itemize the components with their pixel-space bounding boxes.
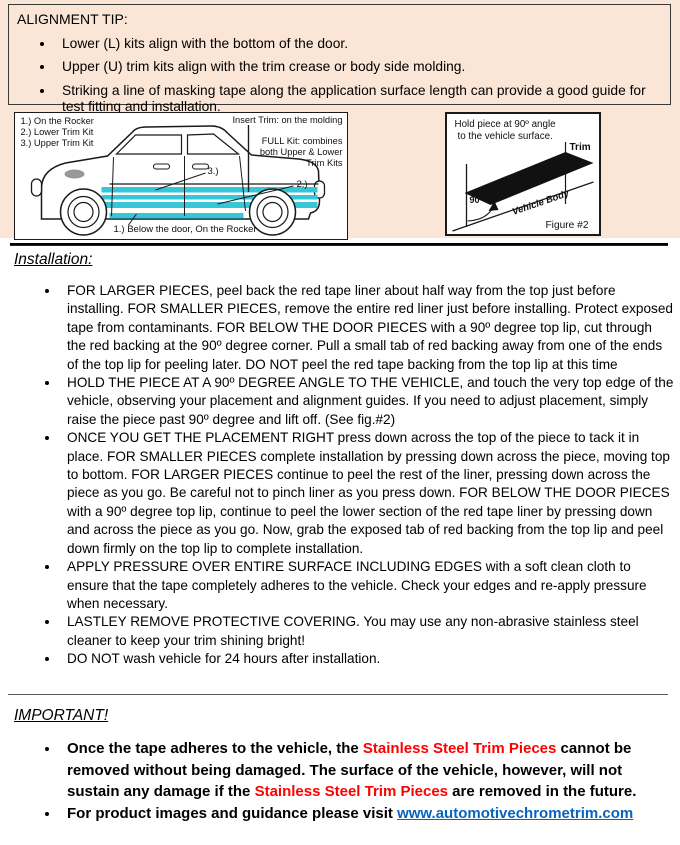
- alignment-tip-title: ALIGNMENT TIP:: [17, 11, 128, 27]
- alignment-tip-list: Lower (L) kits align with the bottom of …: [9, 36, 670, 116]
- vehicle-body-line: [452, 181, 594, 232]
- list-item: LASTLEY REMOVE PROTECTIVE COVERING. You …: [60, 613, 674, 650]
- list-item: For product images and guidance please v…: [60, 803, 674, 825]
- callout-2-label: 2.): [297, 179, 308, 190]
- insert-trim-note: Insert Trim: on the molding: [232, 115, 342, 125]
- front-door-seam: [111, 156, 114, 217]
- double-rule-divider: [10, 243, 668, 246]
- legend-line-3: 3.) Upper Trim Kit: [21, 138, 94, 148]
- lower-trim-stripe: [101, 202, 318, 208]
- text-segment: Stainless Steel Trim Pieces: [362, 740, 557, 757]
- rear-window: [186, 133, 241, 155]
- text-segment: For product images and guidance please v…: [67, 804, 398, 822]
- list-item: Upper (U) trim kits align with the trim …: [55, 59, 670, 76]
- text-segment: cannot be removed without being damaged.…: [67, 740, 632, 800]
- section-divider-line: [8, 694, 668, 695]
- text-segment: Once the tape adheres to the vehicle, th…: [67, 740, 363, 757]
- callout-1-label: 1.) Below the door, On the Rocker: [114, 224, 257, 235]
- list-item: APPLY PRESSURE OVER ENTIRE SURFACE INCLU…: [60, 558, 674, 613]
- callout3-line: [155, 172, 206, 191]
- legend-line-1: 1.) On the Rocker: [21, 116, 94, 126]
- full-kit-note-1: FULL Kit: combines: [262, 136, 343, 146]
- installation-section: Installation: FOR LARGER PIECES, peel ba…: [14, 251, 673, 669]
- important-section: IMPORTANT! Once the tape adheres to the …: [14, 707, 672, 824]
- callout2-line: [217, 185, 294, 205]
- figure2-label: Figure #2: [545, 220, 588, 231]
- figure2-diagram: Hold piece at 90º angle to the vehicle s…: [452, 119, 594, 232]
- fig2-caption-line2: to the vehicle surface.: [458, 131, 553, 142]
- rear-door-seam: [239, 155, 246, 212]
- front-wheel-hub: [73, 201, 94, 223]
- callout1-line: [128, 213, 137, 226]
- installation-list: FOR LARGER PIECES, peel back the red tap…: [14, 282, 674, 669]
- fig2-caption-line1: Hold piece at 90º angle: [455, 119, 557, 130]
- full-kit-note-3: Trim Kits: [306, 158, 343, 168]
- text-segment: are removed in the future.: [448, 783, 637, 800]
- front-door-handle: [152, 163, 171, 170]
- important-heading: IMPORTANT!: [14, 707, 109, 724]
- text-segment: Stainless Steel Trim Pieces: [254, 783, 449, 800]
- upper-trim-stripe-2: [101, 195, 318, 200]
- arrowhead: [488, 201, 499, 211]
- angle-label: 90°: [470, 195, 484, 205]
- list-item: FOR LARGER PIECES, peel back the red tap…: [60, 282, 674, 374]
- upper-trim-stripe-1: [101, 187, 318, 193]
- front-window: [115, 134, 183, 155]
- important-list: Once the tape adheres to the vehicle, th…: [14, 738, 674, 824]
- trim-piece: [464, 152, 594, 205]
- list-item: ONCE YOU GET THE PLACEMENT RIGHT press d…: [60, 429, 674, 558]
- rear-door-handle: [191, 163, 210, 170]
- callout-3-label: 3.): [208, 166, 219, 177]
- car-trim-diagram: 1.) On the Rocker 2.) Lower Trim Kit 3.)…: [21, 115, 343, 236]
- car-trim-diagram-box: 1.) On the Rocker 2.) Lower Trim Kit 3.)…: [14, 112, 348, 240]
- trim-label: Trim: [570, 142, 591, 153]
- list-item: Striking a line of masking tape along th…: [55, 83, 670, 117]
- list-item: Once the tape adheres to the vehicle, th…: [60, 738, 674, 803]
- rocker-trim-stripe: [109, 213, 244, 219]
- installation-heading: Installation:: [14, 251, 93, 268]
- list-item: Lower (L) kits align with the bottom of …: [55, 36, 670, 53]
- list-item: HOLD THE PIECE AT A 90º DEGREE ANGLE TO …: [60, 374, 674, 429]
- figure2-box: Hold piece at 90º angle to the vehicle s…: [445, 112, 601, 236]
- alignment-tip-box: ALIGNMENT TIP: Lower (L) kits align with…: [8, 4, 671, 114]
- legend-line-2: 2.) Lower Trim Kit: [21, 127, 94, 137]
- full-kit-note-2: both Upper & Lower: [260, 147, 343, 157]
- hyperlink[interactable]: www.automotivechrometrim.com: [397, 804, 634, 822]
- fender-marker: [64, 169, 85, 179]
- list-item: DO NOT wash vehicle for 24 hours after i…: [60, 650, 674, 668]
- rear-wheel-hub: [262, 201, 283, 223]
- front-bumper: [30, 178, 43, 197]
